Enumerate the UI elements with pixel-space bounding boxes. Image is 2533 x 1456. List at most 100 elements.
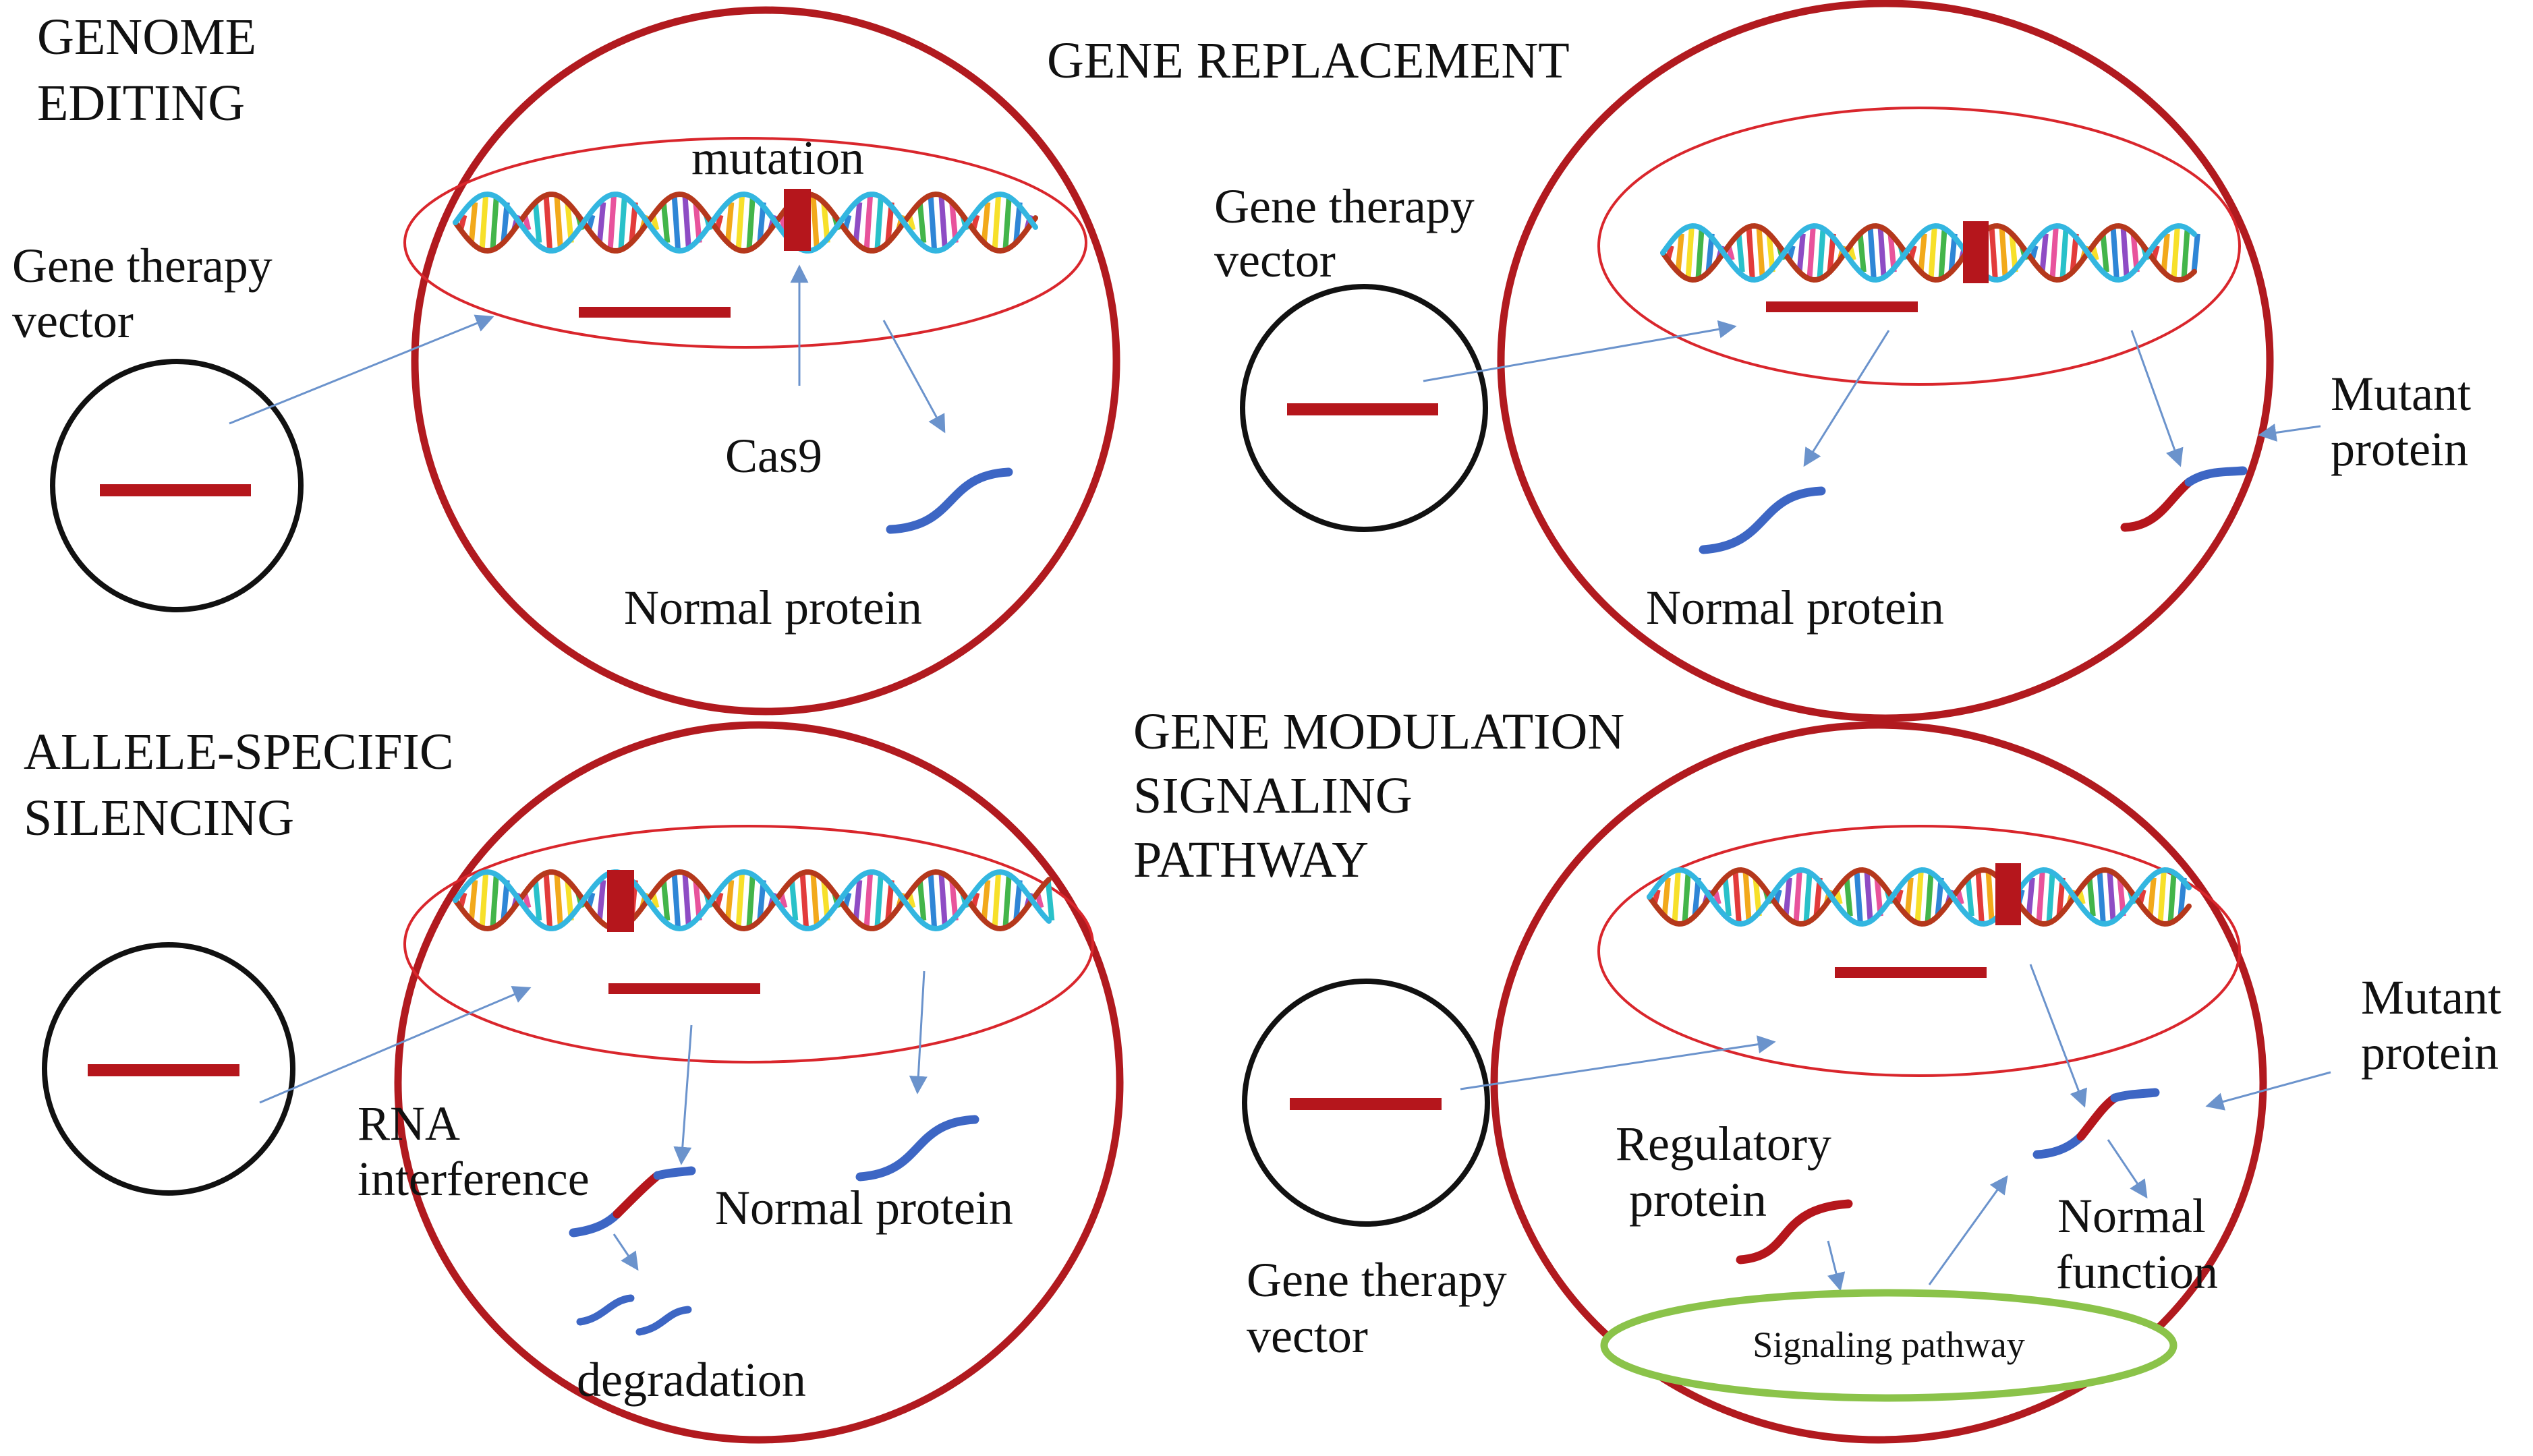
dna-base-pair <box>724 879 735 921</box>
dna-base-pair <box>1867 227 1877 279</box>
dna-base-pair <box>1732 871 1742 923</box>
dna-strand <box>1647 867 2192 927</box>
dna-base-pair <box>2036 871 2045 923</box>
dna-base-pair <box>1002 195 1012 250</box>
dna-base-pair <box>735 873 745 928</box>
cell-membrane <box>1490 721 2267 1444</box>
nucleus <box>1597 107 2241 386</box>
mutation-marker <box>607 870 634 932</box>
dna-base-pair <box>928 873 938 928</box>
allele-silencing-title-line2: SILENCING <box>24 790 294 846</box>
signaling-pathway-label: Signaling pathway <box>1753 1324 2024 1365</box>
dna-base-pair <box>1999 227 2008 279</box>
dna-strand <box>1647 867 2192 927</box>
panel-allele-silencing: ALLELE-SPECIFIC SILENCING RNA interferen… <box>24 721 1124 1444</box>
rna-protein-shape <box>569 1209 622 1237</box>
dna-helix <box>453 869 1055 932</box>
genome-editing-title-line1: GENOME <box>37 9 256 65</box>
dna-base-pair <box>1796 233 1806 272</box>
dna-base-pair <box>746 873 756 928</box>
nucleus <box>403 825 1094 1064</box>
dna-base-pair <box>928 195 938 250</box>
normal-protein-label: Normal protein <box>624 581 922 635</box>
dna-base-pair <box>1672 871 1681 923</box>
dna-base-pair <box>468 879 478 921</box>
dna-base-pair <box>490 873 499 928</box>
gene-therapy-vector <box>1242 979 1490 1227</box>
dna-base-pair <box>532 879 542 921</box>
dna-base-pair <box>1746 227 1755 279</box>
arrow <box>909 970 928 1095</box>
cell-membrane <box>394 721 1124 1444</box>
mutant-protein-label-line1: Mutant <box>2331 367 2471 421</box>
dna-base-pair <box>2147 877 2157 916</box>
dna-base-pair <box>1989 227 1998 279</box>
dna-base-pair <box>735 195 745 250</box>
dna-base-pair <box>2161 233 2170 272</box>
dna-base-pair <box>2039 233 2049 272</box>
dna-base-pair <box>874 873 884 928</box>
dna-base-pair <box>938 195 948 250</box>
dna-strand <box>1660 223 2197 283</box>
dna-base-pair <box>660 202 671 243</box>
rna-protein-shape <box>653 1166 696 1180</box>
vector-gene <box>88 1064 239 1076</box>
dna-base-pair <box>2059 227 2069 279</box>
mutant-protein-label-line2: protein <box>2361 1026 2499 1080</box>
dna-base-pair <box>992 873 1002 928</box>
vector-label-line1: Gene therapy <box>1214 179 1475 233</box>
dna-base-pair <box>917 879 927 921</box>
dna-base-pair <box>543 873 553 928</box>
dna-base-pair <box>1854 871 1863 923</box>
dna-base-pair <box>1817 227 1826 279</box>
normal-protein-shape <box>855 1115 979 1182</box>
dna-base-pair <box>2191 233 2200 272</box>
cell-membrane <box>411 6 1120 716</box>
vector-gene <box>1287 403 1438 415</box>
rna-protein-shape <box>613 1171 662 1219</box>
dna-base-pair <box>671 195 681 250</box>
dna-base-pair <box>874 195 884 250</box>
dna-base-pair <box>2097 871 2106 923</box>
dna-base-pair <box>746 195 756 250</box>
normal-protein-label: Normal protein <box>715 1181 1013 1235</box>
dna-base-pair <box>1756 227 1765 279</box>
dna-base-pair <box>1661 877 1671 916</box>
normal-protein-shape <box>886 467 1013 534</box>
mutant-protein-label-line2: protein <box>2331 422 2468 476</box>
normal-protein-shape <box>1699 486 1826 554</box>
mutant-protein-shape <box>2032 1132 2086 1159</box>
mutant-protein-shape <box>2184 466 2248 487</box>
arrow <box>1827 1240 1846 1291</box>
mutation-marker <box>1963 221 1989 283</box>
dna-base-pair <box>1965 877 1974 916</box>
dna-base-pair <box>682 873 691 928</box>
dna-base-pair <box>2046 871 2055 923</box>
gene-therapy-vector <box>1240 284 1488 532</box>
dna-strand <box>1660 223 2197 283</box>
dna-base-pair <box>799 873 809 928</box>
dna-base-pair <box>2157 871 2167 923</box>
dna-helix <box>1647 867 2192 927</box>
gene-segment <box>1766 301 1918 312</box>
mutant-protein-label-line1: Mutant <box>2361 970 2501 1024</box>
dna-base-pair <box>1742 871 1752 923</box>
arrow <box>673 1024 693 1165</box>
dna-base-pair <box>2107 871 2116 923</box>
dna-strand <box>453 191 1038 254</box>
gene-segment <box>1835 967 1987 978</box>
cell-membrane <box>1497 0 2274 722</box>
dna-base-pair <box>917 202 927 243</box>
dna-base-pair <box>554 195 563 250</box>
panel-gene-modulation: GENE MODULATION SIGNALING PATHWAY Gene t… <box>1133 703 2501 1444</box>
dna-base-pair <box>479 873 489 928</box>
degraded-fragment <box>635 1306 692 1336</box>
dna-base-pair <box>554 873 563 928</box>
gene-segment <box>608 983 760 994</box>
dna-base-pair <box>1682 871 1691 923</box>
arrow <box>2130 330 2184 467</box>
vector-label-line1: Gene therapy <box>12 239 273 293</box>
mutant-protein-shape <box>2076 1093 2119 1141</box>
dna-base-pair <box>596 879 606 921</box>
dna-base-pair <box>1793 871 1802 923</box>
